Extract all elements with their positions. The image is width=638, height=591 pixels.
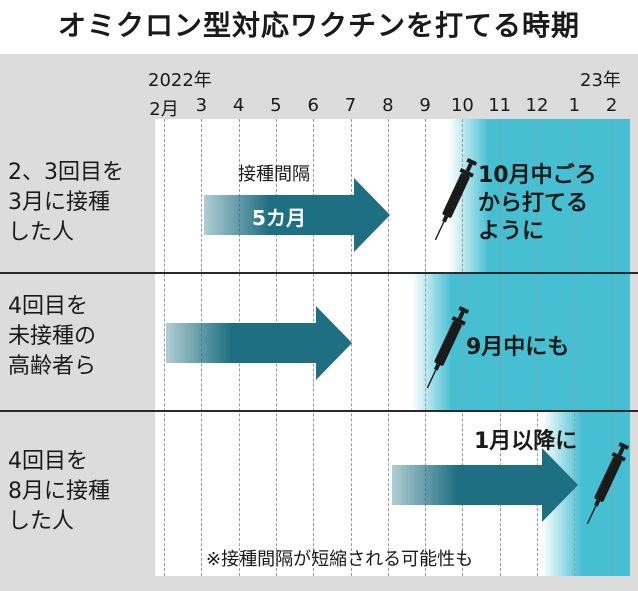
syringe-icon bbox=[586, 442, 630, 525]
row-1-note-line-1: 10月中ごろ bbox=[478, 163, 597, 188]
interval-arrow-row-2 bbox=[166, 306, 352, 380]
month-gridline bbox=[425, 119, 427, 576]
availability-region bbox=[489, 119, 630, 272]
row-3-note-line-1: 1月以降に bbox=[474, 429, 578, 454]
row-1-note-line-2: から打てる bbox=[478, 191, 589, 216]
month-tick-label: 12 bbox=[525, 95, 549, 116]
row-2-note-line-1: 9月中にも bbox=[466, 335, 570, 360]
row-3-label: 4回目を 8月に接種 した人 bbox=[8, 447, 110, 537]
interval-arrow-row-3 bbox=[392, 448, 578, 522]
row-2-label-line-2: 未接種の bbox=[8, 324, 97, 349]
month-gridline bbox=[462, 119, 464, 576]
availability-region bbox=[451, 272, 630, 410]
footnote: ※接種間隔が短縮される可能性も bbox=[206, 549, 474, 570]
syringe-icon bbox=[434, 158, 478, 241]
row-2-label-line-1: 4回目を bbox=[8, 294, 88, 319]
syringe-icon bbox=[426, 306, 470, 389]
arrow-text-row-1: 5カ月 bbox=[252, 206, 306, 230]
month-tick-label: 3 bbox=[195, 95, 208, 116]
row-1-label-line-2: 3月に接種 bbox=[8, 190, 110, 215]
month-gridline bbox=[537, 119, 538, 576]
row-divider-2 bbox=[0, 410, 638, 412]
row-1-note: 10月中ごろ から打てる ように bbox=[478, 162, 597, 246]
row-2-label-line-3: 高齢者ら bbox=[8, 354, 97, 379]
arrow-shape bbox=[166, 306, 352, 380]
month-tick-label: 4 bbox=[232, 95, 245, 116]
month-gridline bbox=[350, 119, 352, 576]
row-1-label-line-3: した人 bbox=[8, 220, 75, 245]
row-2-note: 9月中にも bbox=[466, 334, 569, 362]
month-tick-label: 7 bbox=[344, 95, 357, 116]
year-label-start: 2022年 bbox=[148, 70, 212, 91]
arrow-shape bbox=[204, 178, 390, 252]
row-3-note: 1月以降に bbox=[474, 428, 577, 456]
row-1-note-line-3: ように bbox=[478, 219, 545, 244]
month-tick-label: 9 bbox=[419, 95, 431, 116]
month-tick-label: 11 bbox=[488, 95, 512, 116]
month-tick-label: 8 bbox=[382, 95, 394, 116]
month-tick-label: 10 bbox=[450, 95, 474, 116]
month-gridline bbox=[164, 119, 165, 576]
page-title: オミクロン型対応ワクチンを打てる時期 bbox=[57, 9, 580, 42]
row-1-label: 2、3回目を 3月に接種 した人 bbox=[8, 158, 124, 248]
row-3-label-line-2: 8月に接種 bbox=[8, 479, 110, 504]
month-gridline bbox=[574, 119, 576, 576]
row-3-label-line-1: 4回目を bbox=[8, 449, 88, 474]
row-divider-1 bbox=[0, 272, 638, 274]
arrow-shape bbox=[392, 448, 578, 522]
month-gridline bbox=[387, 119, 389, 576]
row-2-label: 4回目を 未接種の 高齢者ら bbox=[8, 292, 96, 382]
month-gridline bbox=[611, 119, 613, 576]
month-tick-label: 2 bbox=[605, 95, 618, 116]
month-tick-label: 6 bbox=[307, 95, 319, 116]
interval-arrow-row-1 bbox=[204, 178, 390, 252]
month-gridline bbox=[499, 119, 501, 576]
row-3-label-line-3: した人 bbox=[8, 509, 75, 534]
month-tick-label: 1 bbox=[568, 95, 581, 116]
interval-label: 接種間隔 bbox=[238, 164, 310, 185]
month-tick-label: 5 bbox=[270, 95, 282, 116]
month-tick-label: 2月 bbox=[149, 99, 179, 120]
year-label-end: 23年 bbox=[580, 70, 621, 91]
row-1-label-line-1: 2、3回目を bbox=[8, 160, 124, 185]
